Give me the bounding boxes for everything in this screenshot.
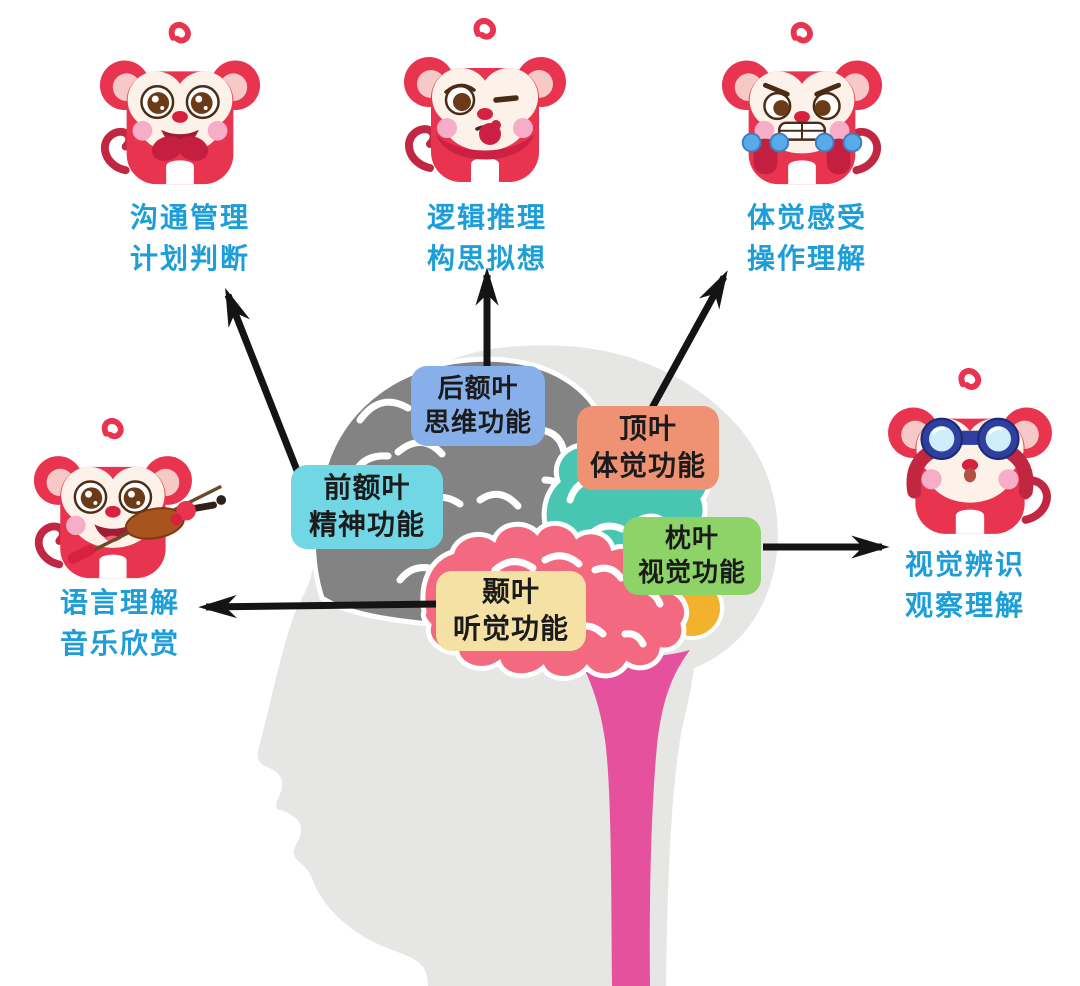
label-vision-line2: 观察理解: [904, 588, 1025, 622]
label-somatosense: 体觉感受 操作理解: [707, 198, 907, 279]
arrow-to-somatosense: [648, 270, 728, 410]
box-temporal-lobe: 颞叶 听觉功能: [436, 571, 586, 651]
arrows: [198, 267, 890, 619]
monkey-dumbbells-icon: [718, 22, 886, 190]
box-posterior-frontal-name: 后额叶: [437, 373, 519, 404]
label-communication: 沟通管理 计划判断: [90, 198, 290, 279]
monkey-thinking-icon: [400, 18, 570, 188]
box-prefrontal-lobe: 前额叶 精神功能: [291, 465, 443, 549]
box-posterior-frontal-lobe: 后额叶 思维功能: [411, 366, 545, 446]
brain-stem-shape: [560, 630, 690, 986]
label-logic-line2: 构思拟想: [426, 241, 547, 275]
box-prefrontal-name: 前额叶: [323, 471, 411, 505]
box-prefrontal-function: 精神功能: [308, 508, 425, 541]
arrow-to-language: [198, 595, 439, 619]
monkey-binoculars-icon: [884, 368, 1056, 540]
box-parietal-lobe: 顶叶 体觉功能: [577, 406, 719, 490]
monkey-violin-icon: [30, 418, 227, 584]
label-language-line2: 音乐欣赏: [59, 626, 180, 660]
label-communication-line1: 沟通管理: [129, 201, 250, 234]
label-somatosense-line2: 操作理解: [746, 241, 867, 275]
arrow-to-communication: [224, 287, 304, 480]
box-posterior-frontal-function: 思维功能: [423, 408, 532, 438]
box-occipital-function: 视觉功能: [637, 558, 746, 588]
box-temporal-name: 颞叶: [481, 575, 540, 609]
label-language: 语言理解 音乐欣赏: [20, 583, 220, 664]
label-somatosense-line1: 体觉感受: [746, 201, 867, 234]
monkey-clasped-hands-icon: [96, 22, 264, 190]
label-logic: 逻辑推理 构思拟想: [387, 198, 587, 279]
box-parietal-function: 体觉功能: [589, 449, 706, 482]
label-language-line1: 语言理解: [59, 586, 180, 619]
box-parietal-name: 顶叶: [618, 412, 677, 446]
box-occipital-lobe: 枕叶 视觉功能: [623, 517, 761, 595]
box-temporal-function: 听觉功能: [452, 612, 569, 645]
label-logic-line1: 逻辑推理: [426, 201, 547, 234]
box-occipital-name: 枕叶: [664, 523, 719, 554]
label-communication-line2: 计划判断: [129, 241, 250, 275]
label-vision: 视觉辨识 观察理解: [865, 545, 1065, 626]
label-vision-line1: 视觉辨识: [904, 548, 1025, 581]
